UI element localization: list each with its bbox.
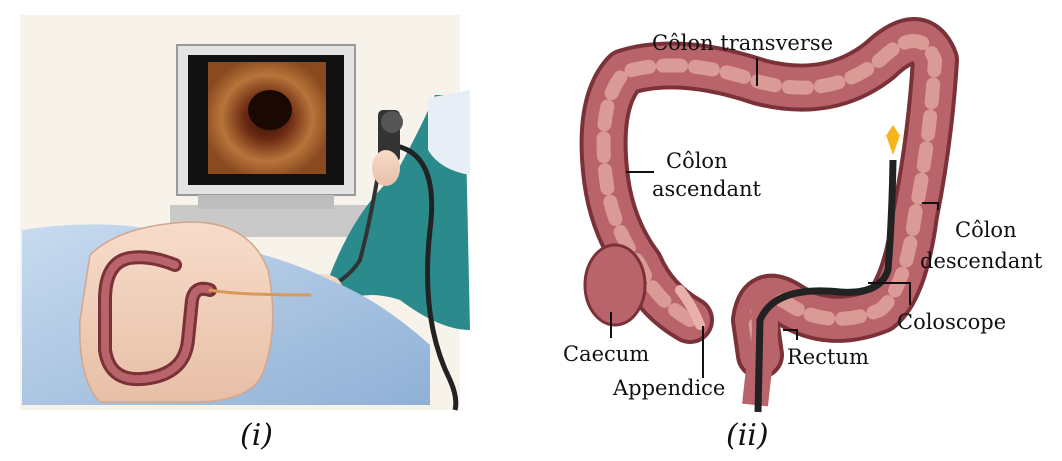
label-colon-descending-line1: Côlon <box>955 219 1017 243</box>
panel-i-illustration <box>20 15 470 410</box>
label-colonoscope: Coloscope <box>897 311 1006 335</box>
caecum-shape <box>585 245 645 325</box>
label-colon-transverse: Côlon transverse <box>652 32 833 56</box>
label-colon-ascending-line2: ascendant <box>652 178 761 202</box>
label-colon-descending-line2: descendant <box>920 250 1042 274</box>
label-appendix: Appendice <box>613 377 725 401</box>
label-colon-ascending-line1: Côlon <box>666 150 728 174</box>
label-caecum: Caecum <box>563 343 649 367</box>
video-monitor <box>177 45 355 209</box>
caption-panel-i: (i) <box>240 418 273 453</box>
label-rectum: Rectum <box>787 346 869 370</box>
caption-panel-ii: (ii) <box>726 418 769 453</box>
